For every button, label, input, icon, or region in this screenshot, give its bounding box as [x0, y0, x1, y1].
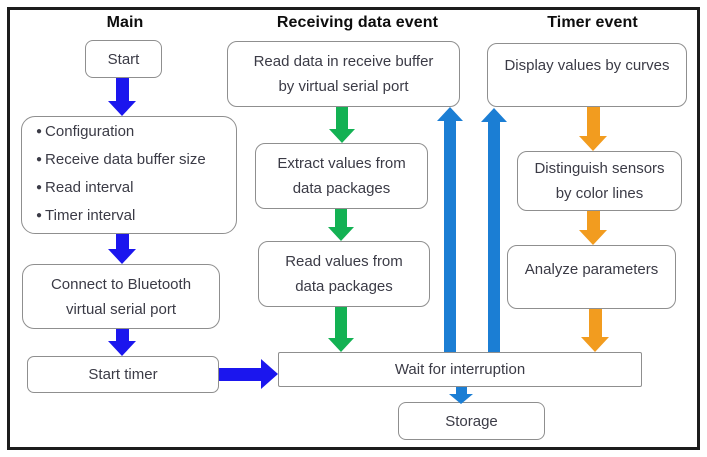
- node-start-timer: Start timer: [27, 356, 219, 393]
- arrow-distinguish-to-analyze: [579, 211, 607, 245]
- node-analyze-parameters: Analyze parameters: [507, 245, 676, 309]
- arrow-wait-to-read-data: [437, 107, 463, 352]
- node-line: by virtual serial port: [278, 78, 409, 95]
- node-start-timer-label: Start timer: [88, 366, 158, 383]
- node-read-data: Read data in receive buffer by virtual s…: [227, 41, 460, 107]
- node-connect-bluetooth: Connect to Bluetooth virtual serial port: [22, 264, 220, 329]
- node-line: Read values from: [285, 253, 403, 270]
- arrow-wait-to-display: [481, 108, 507, 352]
- column-title-receiving: Receiving data event: [276, 14, 439, 31]
- arrow-display-to-distinguish: [579, 107, 607, 151]
- config-item: Receive data buffer size: [36, 147, 206, 175]
- arrow-connect-to-start-timer: [108, 329, 136, 356]
- node-start-label: Start: [107, 50, 140, 68]
- config-item: Timer interval: [36, 203, 135, 231]
- column-title-timer: Timer event: [547, 14, 638, 31]
- node-display-values: Display values by curves: [487, 43, 687, 107]
- arrow-start-timer-to-wait: [219, 359, 278, 389]
- arrow-config-to-connect: [108, 234, 136, 264]
- arrow-analyze-to-wait: [581, 309, 609, 352]
- node-storage: Storage: [398, 402, 545, 440]
- config-item: Configuration: [36, 119, 134, 147]
- node-line: Connect to Bluetooth: [50, 275, 192, 293]
- node-line: Extract values from: [277, 155, 406, 172]
- node-extract-values: Extract values from data packages: [255, 143, 428, 209]
- node-read-values: Read values from data packages: [258, 241, 430, 307]
- node-wait-label: Wait for interruption: [394, 361, 526, 378]
- node-distinguish-sensors: Distinguish sensors by color lines: [517, 151, 682, 211]
- node-line: Read data in receive buffer: [253, 53, 434, 70]
- node-wait-interruption: Wait for interruption: [278, 352, 642, 387]
- diagram-border: [7, 7, 700, 450]
- arrow-start-to-config: [108, 78, 136, 116]
- arrow-extract-to-read-values: [328, 209, 354, 241]
- node-line: data packages: [295, 278, 393, 295]
- node-line: by color lines: [555, 185, 644, 202]
- arrow-read-data-to-extract: [329, 107, 355, 143]
- config-item: Read interval: [36, 175, 133, 203]
- column-title-main: Main: [106, 14, 144, 31]
- node-line: Distinguish sensors: [534, 160, 665, 177]
- arrow-wait-to-storage: [449, 387, 473, 404]
- node-display-label: Display values by curves: [504, 57, 670, 74]
- node-configuration: Configuration Receive data buffer size R…: [21, 116, 237, 234]
- node-analyze-label: Analyze parameters: [524, 261, 659, 278]
- arrow-read-values-to-wait: [328, 307, 354, 352]
- node-line: data packages: [292, 180, 391, 197]
- node-storage-label: Storage: [445, 412, 498, 430]
- node-start: Start: [85, 40, 162, 78]
- node-line: virtual serial port: [65, 300, 177, 318]
